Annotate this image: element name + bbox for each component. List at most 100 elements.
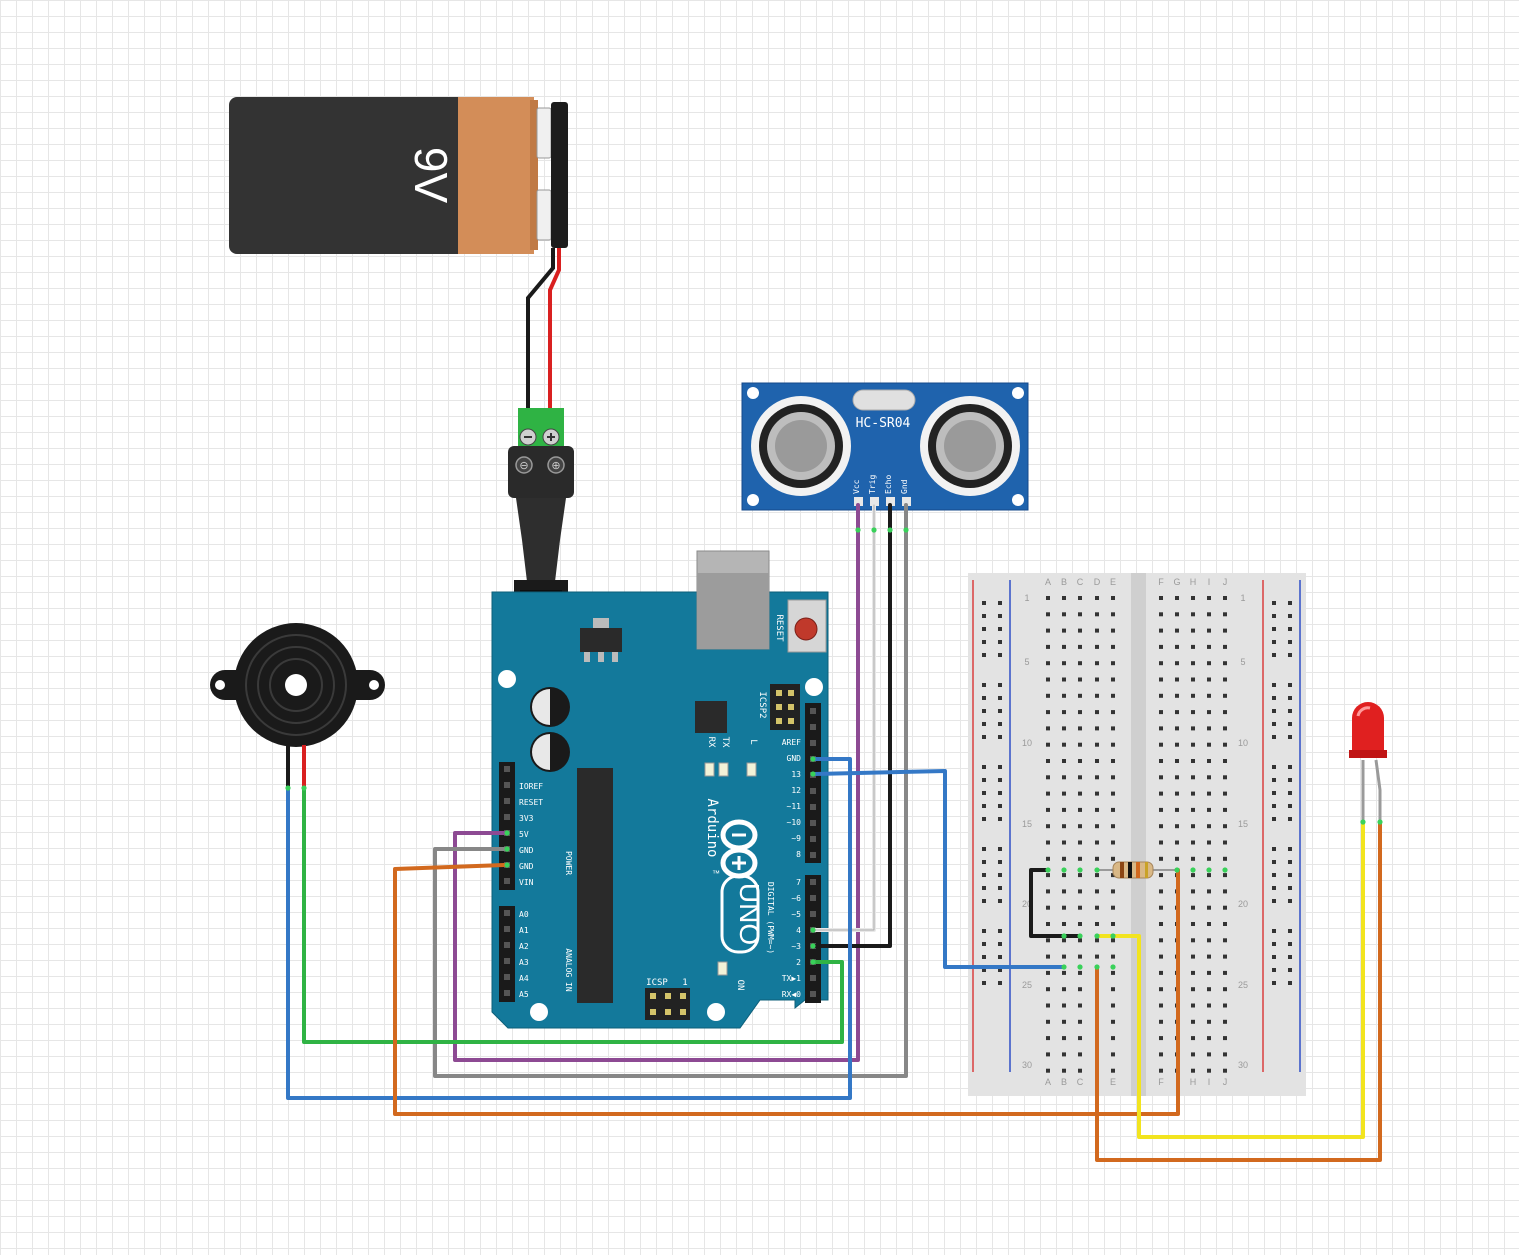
digital-pin-label: AREF [782,738,801,747]
bb-col-label-bottom: J [1223,1077,1228,1087]
wire-vcc-5v [453,503,860,1062]
arduino-brand: Arduino [704,798,720,857]
digital-pin-label: 13 [791,770,801,779]
bb-row-label: 5 [1240,657,1245,667]
led-label-tx: TX [720,737,730,748]
sensor-pin-vcc-label: Vcc [852,479,861,494]
analog-pin-label: A5 [519,990,529,999]
power-header [499,762,515,890]
piezo-buzzer[interactable] [210,623,385,747]
wire-echo-pin3 [813,503,892,948]
red-led[interactable] [1349,702,1387,822]
sensor-pin-gnd-label: Gnd [900,479,909,494]
led-label-rx: RX [706,737,716,748]
icsp2-header [770,684,800,730]
bb-col-label: I [1208,577,1211,587]
wire-led-cathode [1095,820,1382,1162]
power-pin-label: GND [519,846,534,855]
bb-row-label: 25 [1022,980,1032,990]
bb-row-label: 20 [1238,899,1248,909]
sensor-pin-echo-label: Echo [884,475,893,494]
analog-pin-label: A0 [519,910,529,919]
bb-row-label: 20 [1022,899,1032,909]
on-led [717,961,728,976]
wire-gnd-gnd [433,503,908,1078]
bb-col-label-bottom: I [1208,1077,1211,1087]
bb-col-label: C [1077,577,1084,587]
bb-row-label: 5 [1024,657,1029,667]
arduino-uno[interactable]: RESET ICSP2 ICSP 1 [491,550,829,1029]
wire-led-anode [1095,820,1365,1139]
power-pin-label: VIN [519,878,534,887]
sensor-pin-trig-label: Trig [868,475,877,494]
bb-col-label-bottom: E [1110,1077,1116,1087]
plus-symbol: ⊕ [551,460,560,472]
bb-col-label: H [1190,577,1197,587]
bb-col-label-bottom: A [1045,1077,1051,1087]
power-pin-label: GND [519,862,534,871]
hc-sr04-sensor[interactable]: HC-SR04 Vcc Trig Echo Gnd [741,382,1029,511]
uno-text: UNO [734,883,765,945]
digital-pin-label: 7 [796,878,801,887]
bb-row-label: 30 [1022,1060,1032,1070]
led-lens [1352,702,1384,754]
wire-trig-outline [814,504,875,931]
bb-col-label-bottom: B [1061,1077,1067,1087]
l-led [746,762,757,777]
battery-cap [458,97,534,254]
sensor-title: HC-SR04 [856,416,911,431]
battery-black-lead [526,248,555,410]
bb-row-label: 30 [1238,1060,1248,1070]
digital-pin-label: 12 [791,786,801,795]
wire-pin13-breadboard [813,769,1066,969]
digital-pin-label: ~10 [787,818,802,827]
battery-label: 9V [405,147,457,204]
bb-row-label: 10 [1238,738,1248,748]
digital-pin-label: GND [787,754,802,763]
bb-col-label: A [1045,577,1051,587]
digital-header-high [805,703,821,863]
wire-breadboard-jumper [1029,868,1082,938]
digital-pin-label: RX◀0 [782,990,801,999]
digital-pin-label: ~11 [787,802,802,811]
analog-pin-label: A2 [519,942,529,951]
bb-row-label: 15 [1238,819,1248,829]
bb-col-label: F [1158,577,1164,587]
bb-row-label: 10 [1022,738,1032,748]
icsp-pin1-label: 1 [682,978,687,988]
resistor[interactable] [1098,861,1178,879]
power-pin-label: 3V3 [519,814,534,823]
icsp-header [645,988,690,1020]
transducer-right [920,396,1020,496]
reset-label: RESET [774,614,784,642]
bb-col-label: D [1094,577,1101,587]
usb-chip [695,701,727,733]
jack-plug [516,498,566,590]
rx-led [704,762,715,777]
digital-header-low [805,875,821,1003]
capacitor-2 [530,732,570,772]
led-label-l: L [748,739,758,744]
battery-9v[interactable]: 9V [229,97,568,254]
bb-row-label: 25 [1238,980,1248,990]
bb-row-label: 1 [1240,593,1245,603]
battery-body [229,97,534,254]
tx-led [718,762,729,777]
bb-col-label-bottom: C [1077,1077,1084,1087]
analog-pin-label: A1 [519,926,529,935]
icsp2-label: ICSP2 [757,691,767,718]
bb-col-label: E [1110,577,1116,587]
bb-row-label: 1 [1024,593,1029,603]
analog-pin-label: A3 [519,958,529,967]
wire-buzzer-gnd [286,757,852,1100]
crystal [852,389,916,411]
arduino-board [491,591,829,1029]
digital-pin-label: ~5 [791,910,801,919]
battery-red-lead [548,248,561,410]
connection-points [285,527,1383,970]
icsp-label: ICSP [646,978,668,988]
digital-pin-label: 4 [796,926,801,935]
digital-pin-label: ~3 [791,942,801,951]
bb-col-label-bottom: F [1158,1077,1164,1087]
